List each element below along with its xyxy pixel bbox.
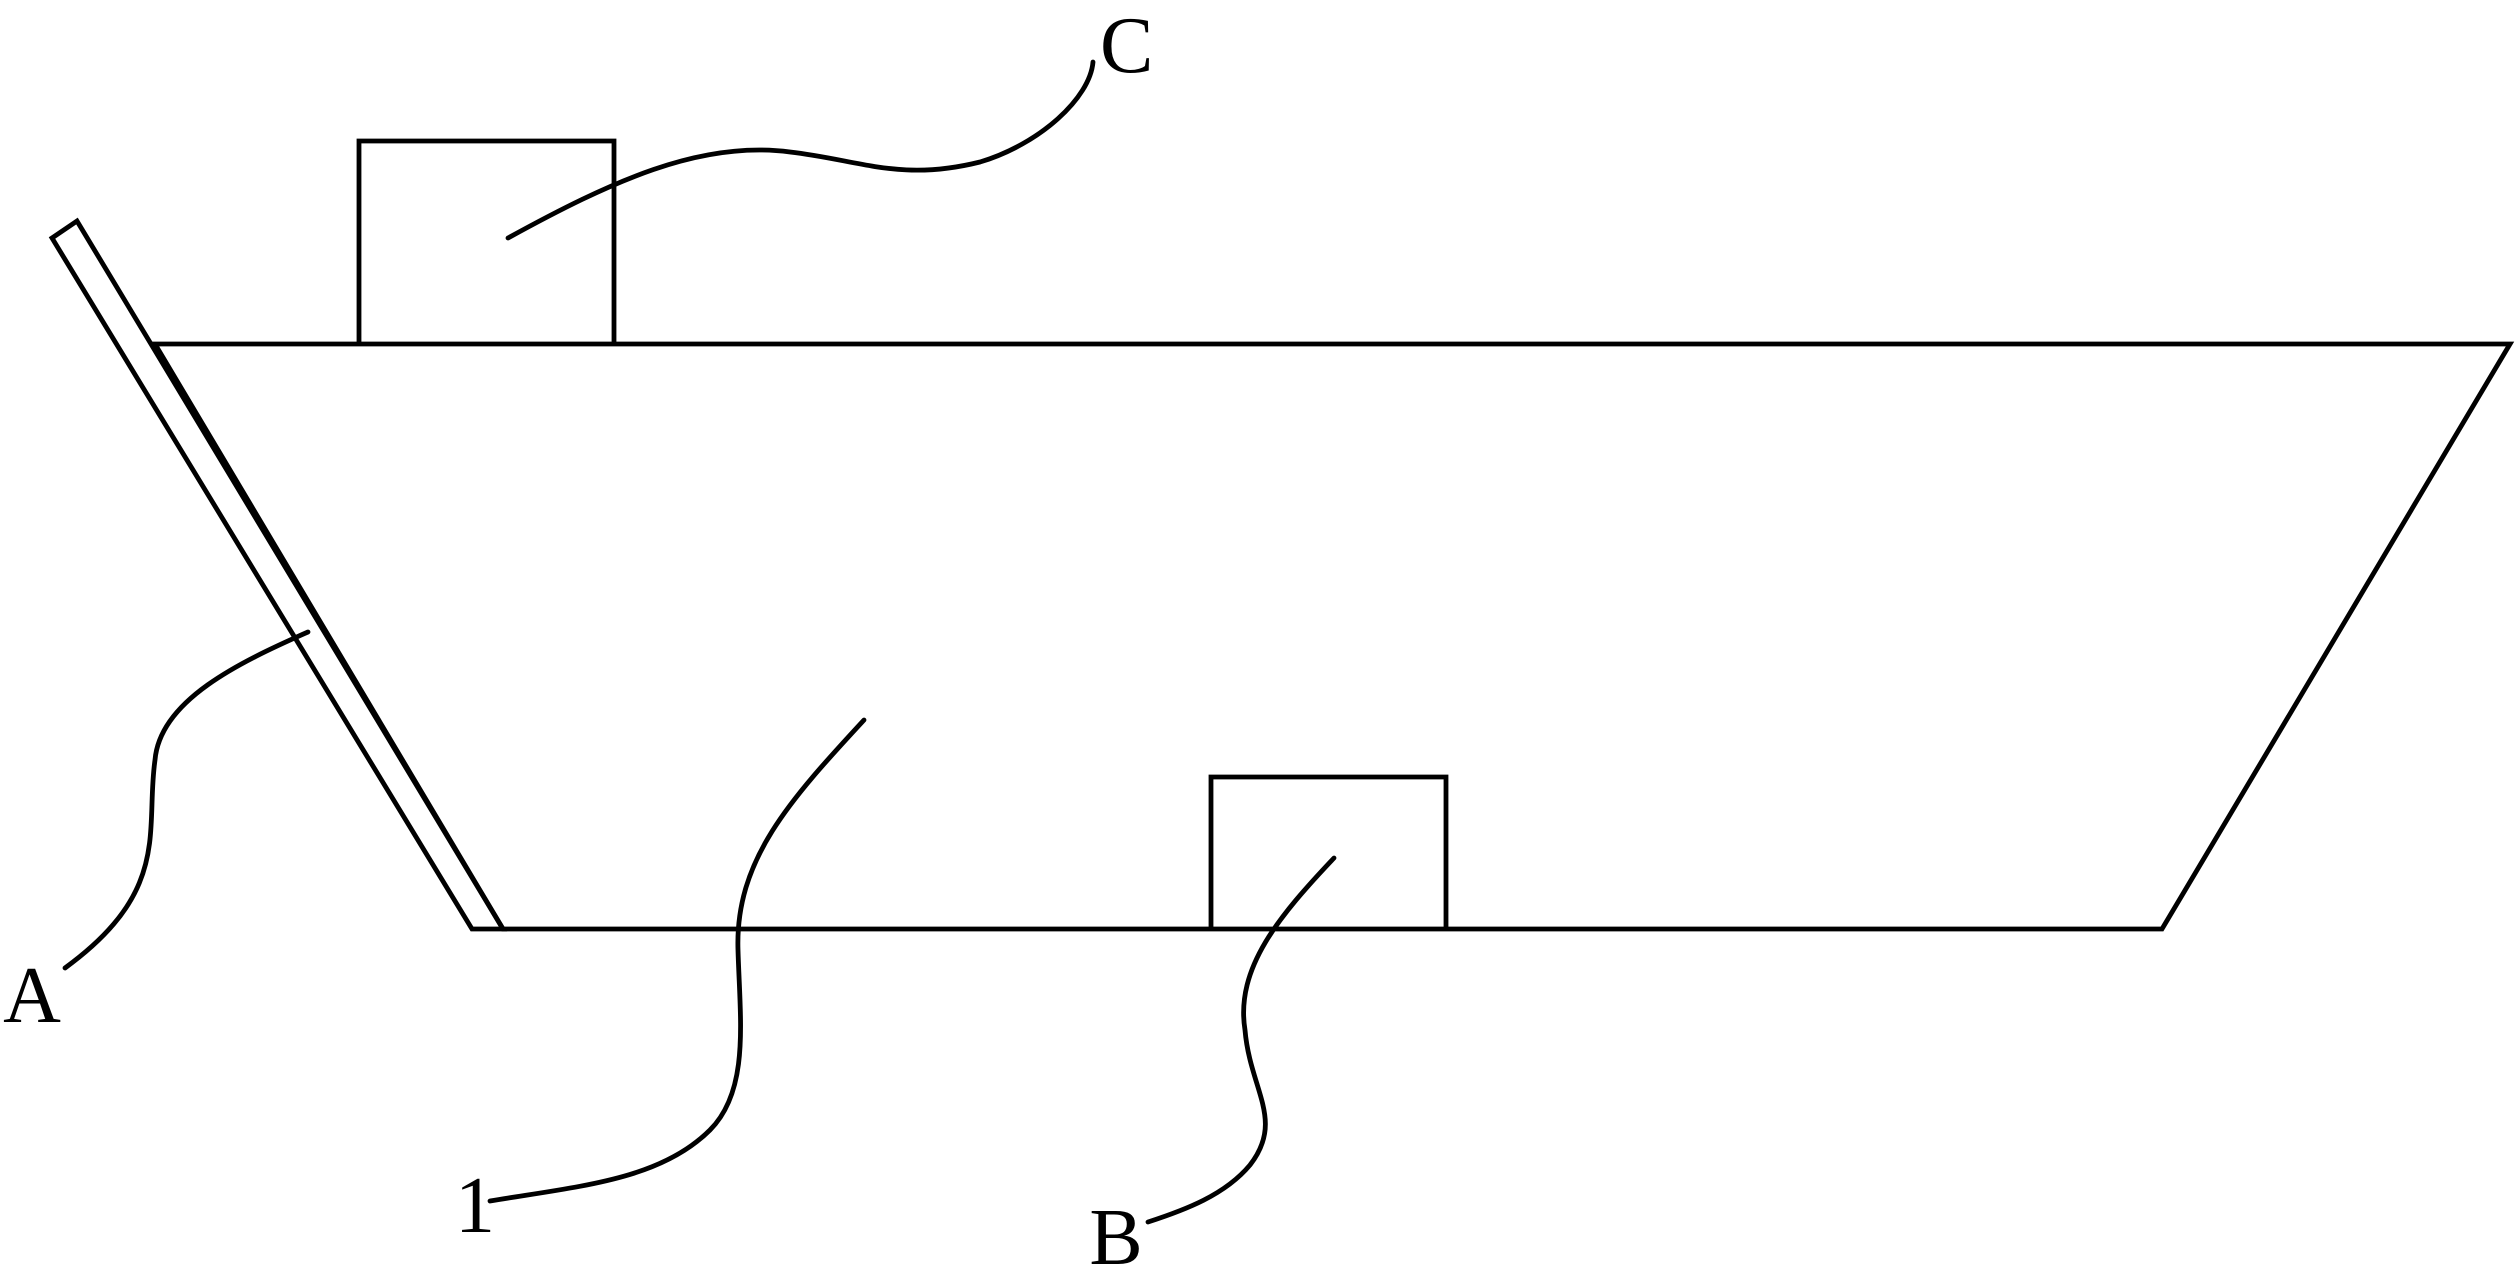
component-c-box [356, 138, 617, 344]
leader-line-a [62, 629, 311, 971]
leader-line-1 [487, 717, 867, 1204]
main-body-trapezoid [150, 341, 2515, 932]
label-1: 1 [455, 1162, 495, 1250]
component-a-strip [48, 217, 508, 932]
component-b-box [1208, 774, 1449, 929]
leader-line-b [1145, 855, 1337, 1225]
label-b: B [1089, 1194, 1142, 1272]
label-a: A [3, 952, 61, 1040]
label-c: C [1100, 2, 1153, 90]
leader-line-c [505, 59, 1096, 241]
